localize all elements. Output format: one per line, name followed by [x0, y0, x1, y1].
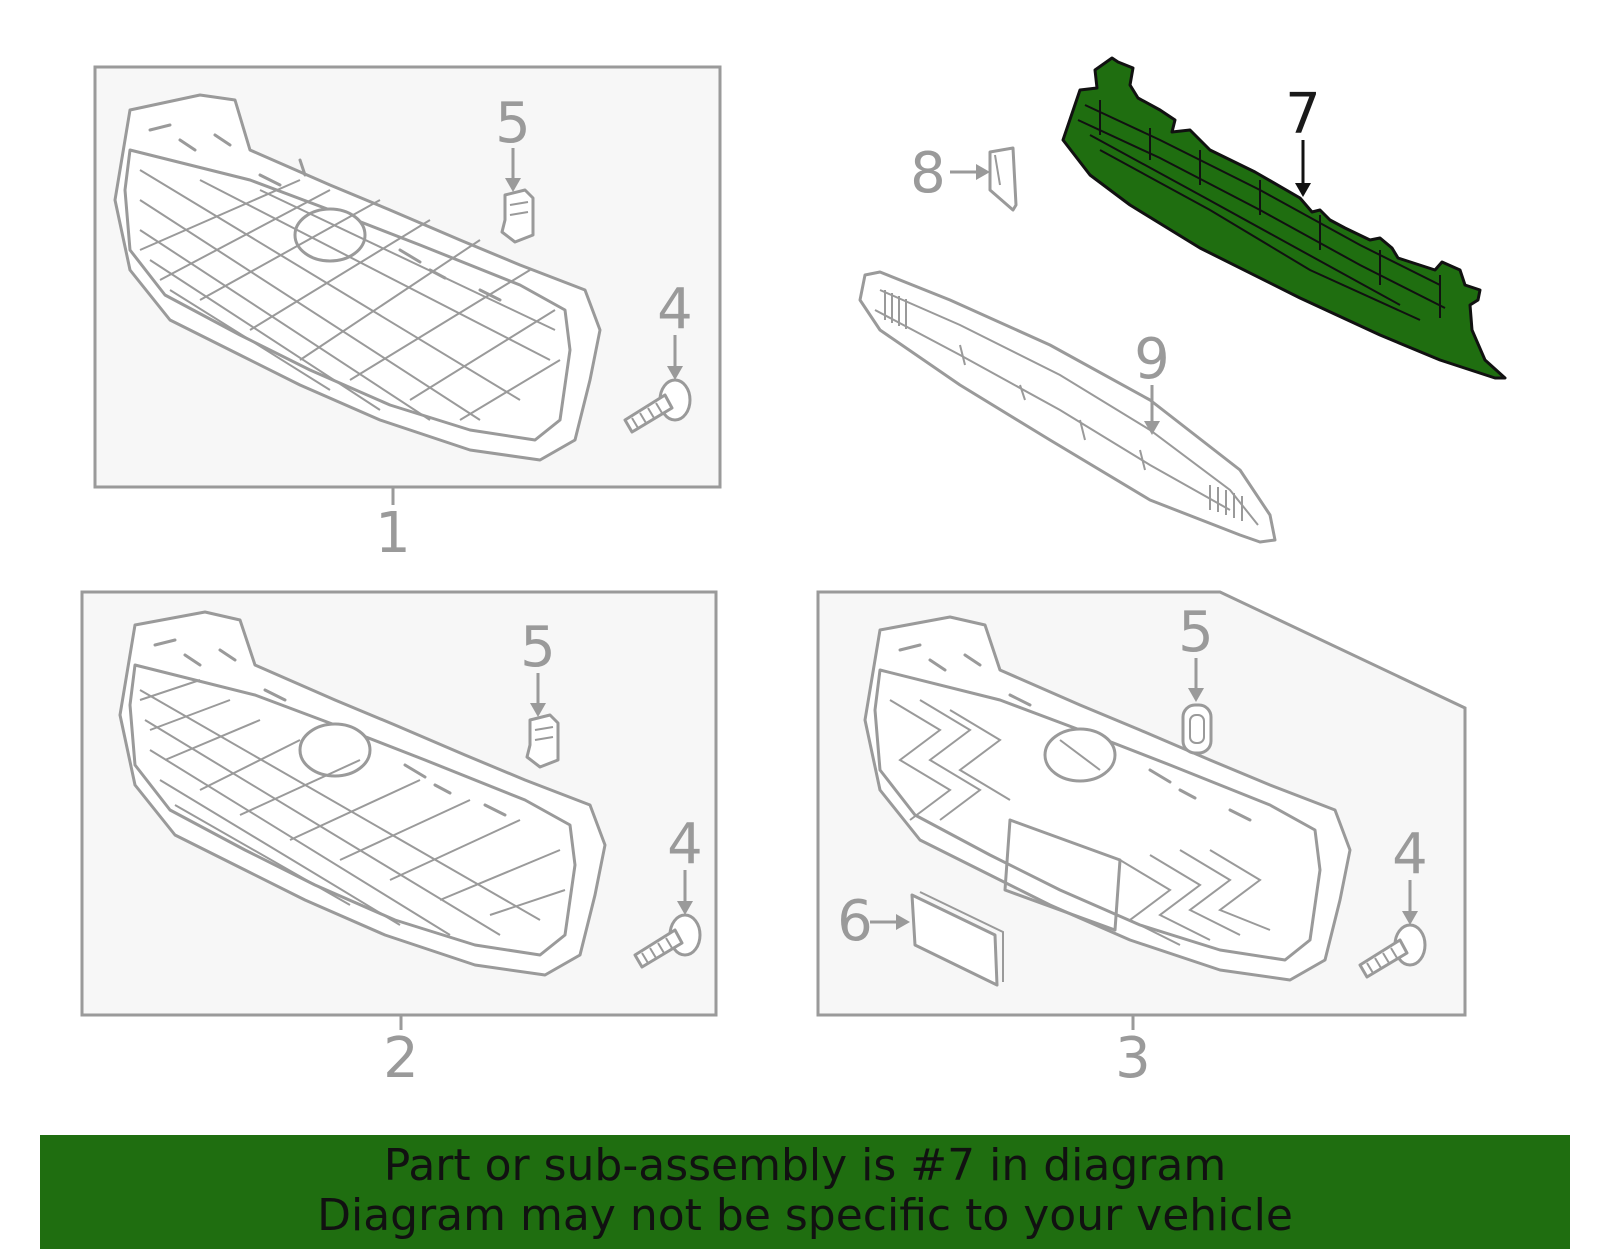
grille-reinforcement-7 — [1061, 56, 1507, 380]
banner-line-2: Diagram may not be specific to your vehi… — [317, 1190, 1293, 1241]
clip-5-box2 — [525, 673, 560, 769]
emblem-5-box3 — [1181, 658, 1213, 755]
callout-5-box1: 5 — [495, 91, 531, 156]
grille-assembly-3 — [863, 615, 1352, 982]
callout-8: 8 — [910, 141, 946, 206]
grille-assembly-1 — [113, 93, 602, 462]
clip-5-box1 — [500, 148, 535, 244]
callout-6: 6 — [837, 889, 873, 954]
callout-5-box2: 5 — [520, 615, 556, 680]
callout-2: 2 — [383, 1026, 419, 1091]
callout-9: 9 — [1134, 327, 1170, 392]
callout-4-box1: 4 — [657, 277, 693, 342]
plate-6 — [870, 891, 1004, 987]
callout-4-box2: 4 — [667, 812, 703, 877]
callout-7: 7 — [1285, 82, 1321, 147]
assembly-box-3 — [816, 590, 1467, 1030]
info-banner: Part or sub-assembly is #7 in diagram Di… — [40, 1135, 1570, 1249]
bracket-8 — [950, 146, 1018, 212]
callout-3: 3 — [1115, 1026, 1151, 1091]
callout-4-box3: 4 — [1392, 822, 1428, 887]
assembly-box-1 — [93, 65, 722, 505]
screw-4-box1 — [623, 335, 692, 434]
callout-5-box3: 5 — [1178, 600, 1214, 665]
screw-4-box2 — [633, 870, 702, 969]
grille-assembly-2 — [118, 610, 607, 977]
assembly-box-2 — [80, 590, 718, 1030]
callout-1: 1 — [375, 501, 411, 566]
screw-4-box3 — [1358, 880, 1427, 979]
garnish-9 — [858, 270, 1277, 544]
banner-line-1: Part or sub-assembly is #7 in diagram — [383, 1140, 1227, 1191]
